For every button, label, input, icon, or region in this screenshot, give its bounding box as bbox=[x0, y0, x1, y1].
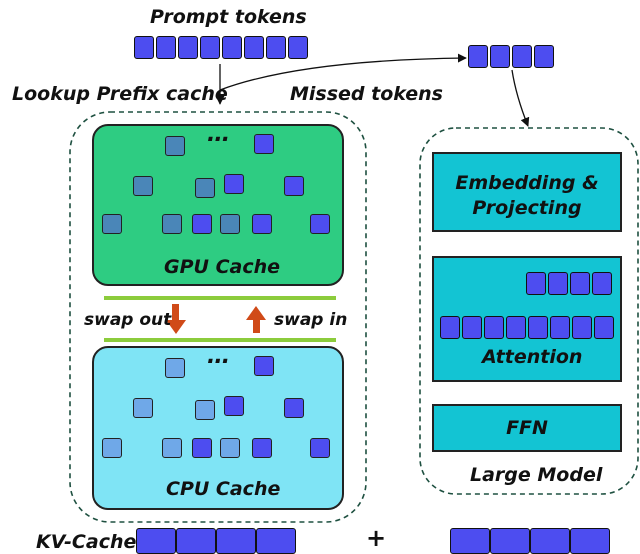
cpu-node bbox=[310, 438, 330, 458]
swap-bar-bottom bbox=[104, 338, 336, 342]
gpu-node bbox=[165, 136, 185, 156]
key-token bbox=[462, 316, 482, 339]
embedding-label-line2: Projecting bbox=[472, 197, 582, 219]
new-token bbox=[490, 528, 530, 554]
lookup-prefix-cache-label: Lookup Prefix cache bbox=[12, 83, 228, 105]
kv-cache-token bbox=[216, 528, 256, 554]
gpu-node bbox=[195, 178, 215, 198]
query-token bbox=[592, 272, 612, 295]
cpu-node bbox=[252, 438, 272, 458]
cpu-node bbox=[133, 398, 153, 418]
kv-cache-token bbox=[256, 528, 296, 554]
attention-label: Attention bbox=[482, 346, 583, 368]
gpu-node bbox=[133, 176, 153, 196]
cpu-node bbox=[224, 396, 244, 416]
key-token bbox=[528, 316, 548, 339]
key-token bbox=[594, 316, 614, 339]
kv-cache-label: KV-Cache bbox=[36, 531, 137, 553]
prompt-token bbox=[288, 36, 308, 59]
cpu-node bbox=[195, 400, 215, 420]
query-token bbox=[548, 272, 568, 295]
missed-token bbox=[490, 45, 510, 68]
key-token bbox=[550, 316, 570, 339]
key-token bbox=[484, 316, 504, 339]
gpu-node bbox=[162, 214, 182, 234]
missed-token bbox=[468, 45, 488, 68]
cpu-node bbox=[220, 438, 240, 458]
plus-sign: + bbox=[366, 524, 387, 552]
new-token bbox=[530, 528, 570, 554]
kv-cache-token bbox=[136, 528, 176, 554]
new-token bbox=[450, 528, 490, 554]
embedding-projecting-box: Embedding & Projecting bbox=[432, 152, 622, 232]
arrow-missed-tokens bbox=[219, 53, 467, 91]
key-token bbox=[506, 316, 526, 339]
missed-token bbox=[512, 45, 532, 68]
key-token bbox=[572, 316, 592, 339]
gpu-ellipsis: ... bbox=[207, 122, 230, 147]
arrow-to-model bbox=[511, 69, 530, 127]
cpu-node bbox=[254, 356, 274, 376]
kv-cache-container bbox=[69, 111, 367, 523]
prompt-token bbox=[222, 36, 242, 59]
cpu-node bbox=[192, 438, 212, 458]
prompt-tokens-label: Prompt tokens bbox=[150, 6, 307, 28]
gpu-node bbox=[284, 176, 304, 196]
missed-token bbox=[534, 45, 554, 68]
swap-in-arrow bbox=[246, 306, 266, 333]
cpu-node bbox=[165, 358, 185, 378]
gpu-node bbox=[102, 214, 122, 234]
cpu-node bbox=[162, 438, 182, 458]
missed-tokens-label: Missed tokens bbox=[290, 83, 443, 105]
prompt-token bbox=[134, 36, 154, 59]
prompt-token bbox=[200, 36, 220, 59]
query-token bbox=[570, 272, 590, 295]
prompt-token bbox=[178, 36, 198, 59]
swap-bar-top bbox=[104, 296, 336, 300]
gpu-node bbox=[220, 214, 240, 234]
query-token bbox=[526, 272, 546, 295]
cpu-node bbox=[284, 398, 304, 418]
prompt-token bbox=[244, 36, 264, 59]
cpu-cache-label: CPU Cache bbox=[166, 478, 281, 500]
new-token bbox=[570, 528, 610, 554]
cpu-node bbox=[102, 438, 122, 458]
gpu-cache-label: GPU Cache bbox=[164, 256, 281, 278]
cpu-ellipsis: ... bbox=[207, 344, 230, 369]
gpu-cache-panel bbox=[92, 124, 344, 286]
swap-out-label: swap out bbox=[84, 310, 172, 330]
prompt-token bbox=[156, 36, 176, 59]
embedding-label-line1: Embedding & bbox=[455, 172, 599, 194]
ffn-label: FFN bbox=[506, 417, 548, 439]
key-token bbox=[440, 316, 460, 339]
swap-in-label: swap in bbox=[274, 310, 348, 330]
prompt-token bbox=[266, 36, 286, 59]
gpu-node bbox=[254, 134, 274, 154]
gpu-node bbox=[310, 214, 330, 234]
cpu-cache-panel bbox=[92, 346, 344, 510]
swap-out-arrow bbox=[166, 304, 186, 334]
gpu-node bbox=[192, 214, 212, 234]
gpu-node bbox=[224, 174, 244, 194]
gpu-node bbox=[252, 214, 272, 234]
large-model-container bbox=[419, 127, 639, 495]
ffn-box: FFN bbox=[432, 404, 622, 452]
kv-cache-token bbox=[176, 528, 216, 554]
large-model-label: Large Model bbox=[470, 464, 603, 486]
